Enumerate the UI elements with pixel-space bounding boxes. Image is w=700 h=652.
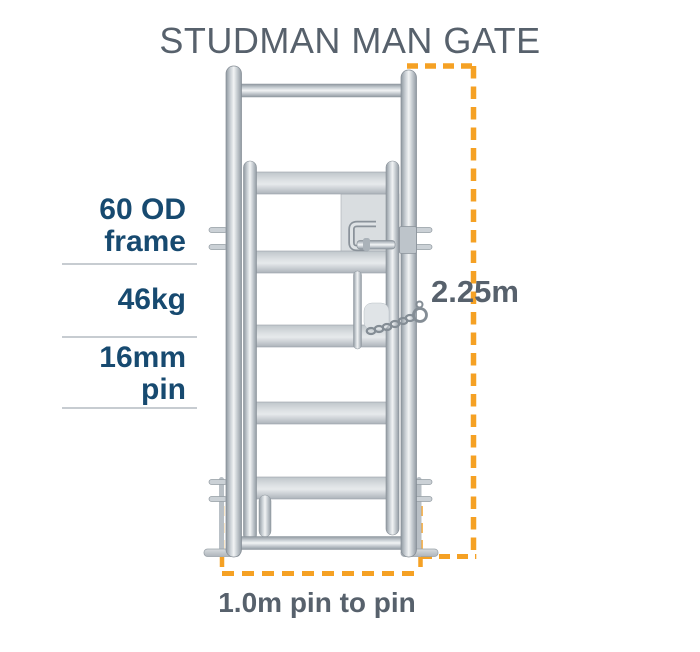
spec-divider [62, 407, 197, 409]
gate-left-stile [243, 160, 257, 542]
spec-divider [62, 336, 197, 338]
spec-frame-line1: 60 OD [99, 193, 186, 226]
frame-left-post [225, 65, 242, 558]
latch-keeper [399, 226, 417, 254]
safety-chain [363, 300, 428, 336]
chain-ring [412, 307, 428, 323]
spec-divider [62, 263, 197, 265]
spec-weight-line1: 46kg [117, 283, 186, 316]
bolt-knob [363, 238, 370, 251]
man-gate-leaf [243, 160, 400, 542]
spec-frame: 60 OD frame [0, 194, 186, 258]
latch-assembly [348, 220, 417, 254]
frame-right-post [400, 69, 417, 558]
spec-pin-line1: 16mm [99, 341, 186, 374]
page-title: STUDMAN MAN GATE [159, 20, 541, 61]
gate-frame [225, 65, 417, 558]
slide-bolt [356, 240, 396, 250]
width-dimension-label: 1.0m pin to pin [218, 587, 416, 618]
drop-rod [353, 270, 362, 350]
bottom-hinge-tube [258, 494, 272, 538]
width-dimension-line [219, 506, 423, 576]
spec-weight: 46kg [0, 284, 186, 316]
top-rail [232, 83, 416, 98]
spec-pin: 16mm pin [0, 342, 186, 406]
gate-right-stile [385, 160, 400, 536]
bottom-rail [228, 536, 415, 550]
spec-frame-line2: frame [104, 225, 186, 258]
spec-pin-line2: pin [141, 373, 186, 406]
height-dimension-label: 2.25m [431, 274, 519, 309]
